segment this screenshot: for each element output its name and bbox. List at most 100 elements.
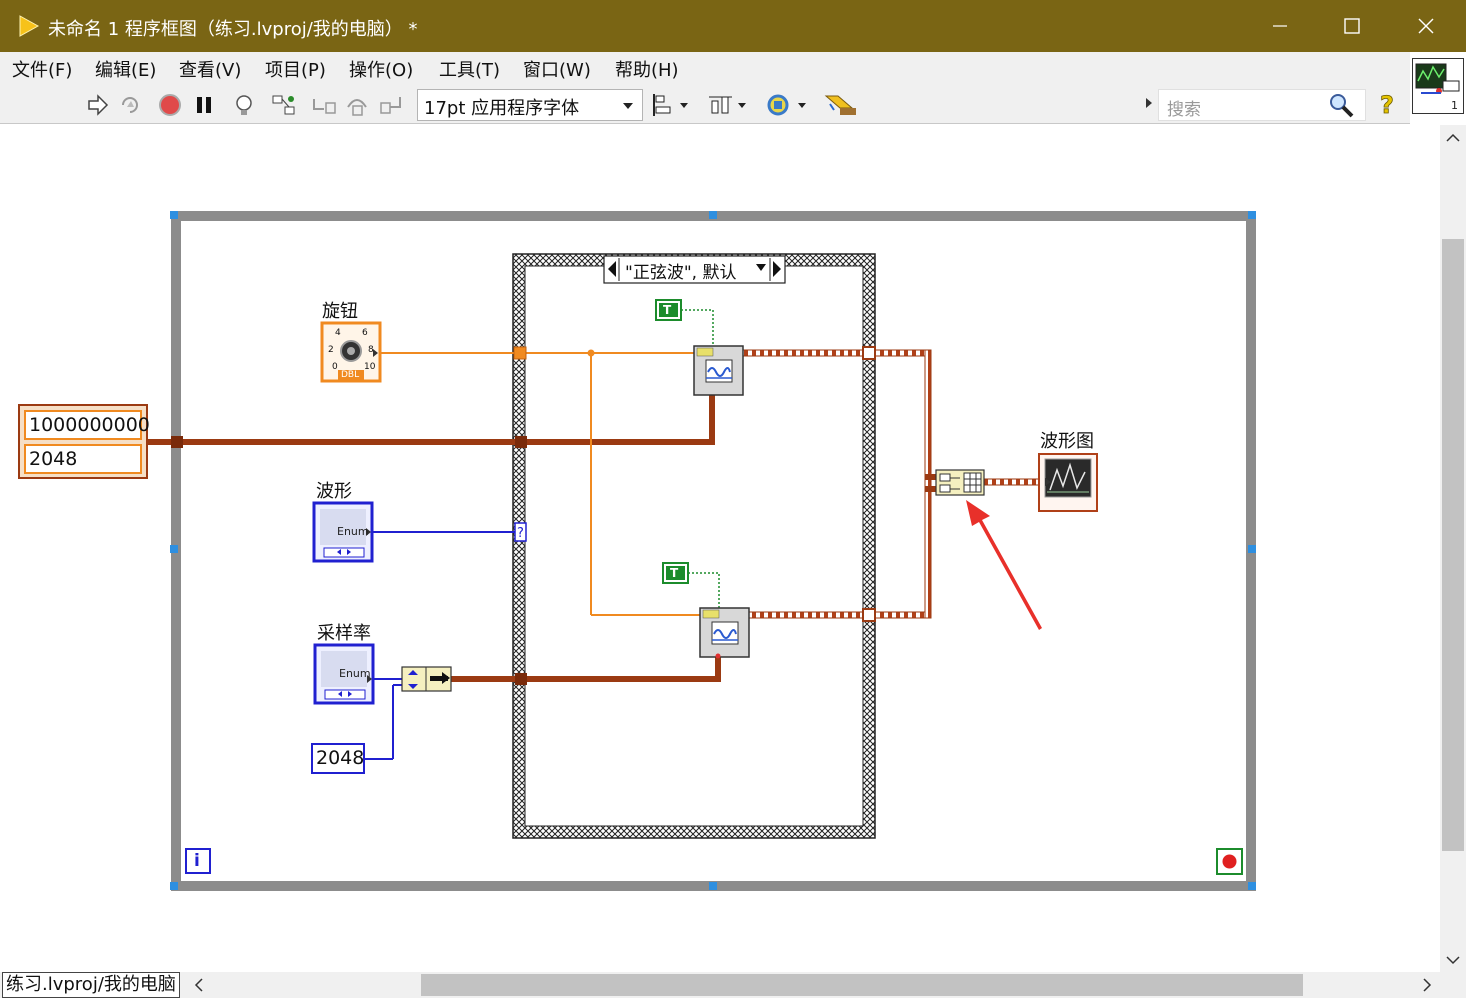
bool-constant-2-text: T bbox=[670, 566, 679, 580]
while-loop[interactable] bbox=[170, 211, 1256, 891]
labview-app-icon bbox=[19, 15, 40, 37]
wire-knob-amplitude bbox=[381, 346, 701, 616]
menu-edit[interactable]: 编辑(E) bbox=[95, 60, 157, 81]
search-input[interactable]: 搜索 bbox=[1158, 89, 1366, 121]
step-out-button[interactable] bbox=[379, 92, 405, 118]
chevron-down-icon bbox=[623, 103, 633, 109]
svg-text:?: ? bbox=[517, 526, 524, 541]
retain-wire-values-icon bbox=[272, 95, 295, 115]
run-arrow-icon bbox=[88, 94, 109, 116]
menu-bar: 文件(F) 编辑(E) 查看(V) 项目(P) 操作(O) 工具(T) 窗口(W… bbox=[0, 52, 1410, 84]
close-icon bbox=[1418, 18, 1434, 34]
step-into-icon bbox=[313, 99, 336, 114]
context-help-button[interactable]: ? bbox=[1376, 91, 1402, 119]
loop-stop-terminal[interactable] bbox=[1216, 848, 1243, 875]
close-button[interactable] bbox=[1390, 0, 1462, 52]
cluster-value-1[interactable]: 1000000000 bbox=[24, 410, 150, 440]
project-context-path: 练习.lvproj/我的电脑 bbox=[2, 972, 180, 998]
block-diagram-canvas[interactable]: ? bbox=[0, 125, 1440, 972]
waveform-graph-terminal[interactable] bbox=[1038, 453, 1098, 512]
function-generator-vi-1[interactable] bbox=[693, 345, 744, 396]
knob-tick-8: 8 bbox=[368, 345, 374, 355]
title-bar: 未命名 1 程序框图（练习.lvproj/我的电脑） * bbox=[0, 0, 1466, 52]
knob-tick-2: 2 bbox=[328, 345, 334, 355]
knob-tick-0: 0 bbox=[332, 362, 338, 372]
annotation-arrow bbox=[966, 500, 1042, 630]
knob-label: 旋钮 bbox=[322, 301, 358, 322]
loop-iteration-text: i bbox=[194, 851, 200, 871]
step-out-icon bbox=[380, 97, 401, 114]
cluster-constant[interactable]: 1000000000 2048 bbox=[18, 404, 150, 479]
step-into-button[interactable] bbox=[311, 92, 337, 118]
highlight-bulb-icon bbox=[236, 95, 252, 115]
toolbar: 17pt 应用程序字体 搜索 ? bbox=[0, 84, 1410, 124]
horizontal-scrollbar[interactable] bbox=[0, 972, 1466, 998]
reorder-button[interactable] bbox=[766, 92, 810, 118]
menu-file[interactable]: 文件(F) bbox=[12, 60, 73, 81]
scroll-left-icon[interactable] bbox=[186, 972, 212, 998]
svg-text:1: 1 bbox=[1451, 99, 1458, 112]
reorder-icon bbox=[767, 94, 806, 116]
run-continuously-button[interactable] bbox=[117, 92, 143, 118]
menu-view[interactable]: 查看(V) bbox=[179, 60, 242, 81]
step-over-icon bbox=[347, 99, 367, 116]
maximize-icon bbox=[1344, 18, 1360, 34]
search-placeholder: 搜索 bbox=[1167, 100, 1201, 120]
diagram-svg: ? bbox=[147, 211, 1256, 891]
minimize-button[interactable] bbox=[1244, 0, 1316, 52]
scroll-right-icon[interactable] bbox=[1414, 972, 1440, 998]
bundle-node[interactable] bbox=[401, 666, 452, 692]
distribute-icon bbox=[709, 96, 746, 114]
sample-rate-enum-terminal[interactable] bbox=[313, 643, 375, 705]
menu-help[interactable]: 帮助(H) bbox=[615, 60, 679, 81]
scroll-up-icon[interactable] bbox=[1440, 125, 1466, 151]
menu-window[interactable]: 窗口(W) bbox=[523, 60, 591, 81]
boolean-true-constant-1[interactable] bbox=[655, 299, 682, 321]
loop-iteration-terminal[interactable] bbox=[185, 848, 211, 874]
cluster-value-2[interactable]: 2048 bbox=[24, 444, 142, 474]
knob-terminal[interactable] bbox=[320, 321, 382, 383]
horizontal-scroll-thumb[interactable] bbox=[421, 974, 1303, 996]
menu-project[interactable]: 项目(P) bbox=[265, 60, 326, 81]
vertical-scrollbar[interactable] bbox=[1440, 125, 1466, 972]
distribute-objects-button[interactable] bbox=[708, 92, 750, 118]
step-over-button[interactable] bbox=[345, 92, 371, 118]
scroll-down-icon[interactable] bbox=[1440, 947, 1466, 973]
wire-bundle-out bbox=[451, 655, 721, 685]
align-icon bbox=[653, 94, 688, 116]
help-icon: ? bbox=[1380, 91, 1395, 119]
knob-tick-4: 4 bbox=[335, 328, 341, 338]
knob-tick-10: 10 bbox=[364, 362, 376, 372]
highlight-execution-button[interactable] bbox=[231, 92, 257, 118]
font-select[interactable]: 17pt 应用程序字体 bbox=[417, 89, 643, 121]
menu-operate[interactable]: 操作(O) bbox=[349, 60, 414, 81]
search-button[interactable] bbox=[1328, 92, 1354, 118]
cleanup-diagram-button[interactable] bbox=[824, 92, 860, 118]
samples-constant[interactable]: 2048 bbox=[311, 743, 365, 774]
knob-type-dbl: DBL bbox=[341, 370, 360, 380]
abort-icon bbox=[159, 94, 181, 116]
search-icon bbox=[1330, 94, 1354, 118]
wire-sample-rate bbox=[365, 678, 402, 760]
abort-button[interactable] bbox=[157, 92, 183, 118]
retain-wire-values-button[interactable] bbox=[271, 92, 297, 118]
case-selector-label[interactable] bbox=[603, 255, 786, 284]
font-select-value: 17pt 应用程序字体 bbox=[424, 98, 580, 119]
pause-button[interactable] bbox=[191, 92, 217, 118]
sample-rate-label: 采样率 bbox=[317, 623, 371, 644]
minimize-icon bbox=[1273, 25, 1287, 27]
pause-icon bbox=[197, 97, 211, 113]
menu-tools[interactable]: 工具(T) bbox=[439, 60, 501, 81]
run-button[interactable] bbox=[84, 92, 110, 118]
waveform-enum-terminal[interactable] bbox=[312, 501, 374, 563]
search-expand-icon[interactable] bbox=[1146, 98, 1152, 108]
boolean-true-constant-2[interactable] bbox=[662, 562, 689, 584]
function-generator-vi-2[interactable] bbox=[699, 607, 750, 659]
vi-icon[interactable]: 1 bbox=[1412, 58, 1464, 114]
vertical-scroll-thumb[interactable] bbox=[1442, 239, 1464, 851]
build-array-node[interactable] bbox=[935, 469, 985, 496]
vi-connector-pane-icon: 1 bbox=[1415, 63, 1460, 112]
align-objects-button[interactable] bbox=[652, 92, 692, 118]
case-structure[interactable] bbox=[512, 253, 876, 839]
maximize-button[interactable] bbox=[1316, 0, 1388, 52]
